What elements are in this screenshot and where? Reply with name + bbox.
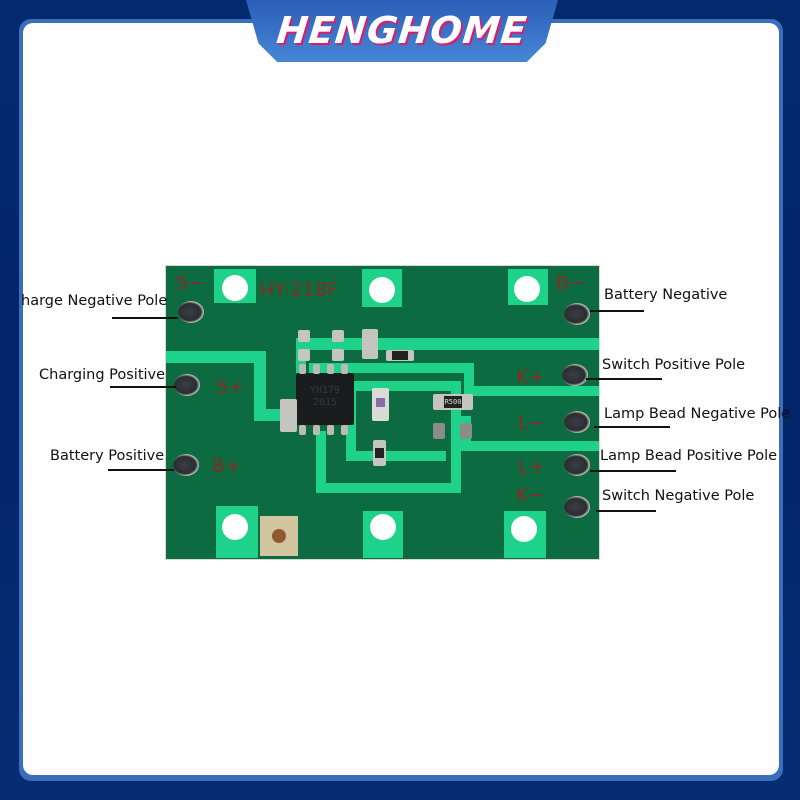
leader-line (590, 310, 644, 312)
terminal-k-plus (562, 364, 588, 386)
trace (464, 386, 599, 396)
ic-pin (341, 425, 348, 435)
ic-pin (327, 364, 334, 374)
trace (461, 441, 599, 451)
mount-hole (222, 514, 248, 540)
mount-hole (222, 275, 248, 301)
trace (451, 381, 461, 493)
silk-l-minus: L− (518, 412, 545, 434)
terminal-l-plus (564, 454, 590, 476)
trace (166, 351, 266, 363)
smd-pad (460, 423, 472, 439)
silk-b-plus: B+ (212, 455, 241, 477)
leader-line (586, 378, 662, 380)
smd-pad (433, 423, 445, 439)
mount-hole (369, 277, 395, 303)
capacitor (280, 399, 297, 432)
leader-line (590, 470, 676, 472)
ic-pin (327, 425, 334, 435)
smd-pad (332, 330, 344, 342)
label-switch-negative-pole: Switch Negative Pole (602, 488, 755, 504)
smd-pad (332, 349, 344, 361)
ic-pin (341, 364, 348, 374)
label-lamp-bead-positive-pole: Lamp Bead Positive Pole (600, 448, 778, 464)
trace (316, 483, 461, 493)
smd-pad (298, 349, 310, 361)
ic-pin (299, 364, 306, 374)
silk-l-plus: L+ (518, 456, 545, 478)
label-battery-negative: Battery Negative (604, 287, 728, 303)
terminal-s-minus (178, 301, 204, 323)
resistor-body (375, 448, 384, 458)
silk-model: HY-218F (260, 279, 338, 301)
terminal-b-minus (564, 303, 590, 325)
label-charge-negative-pole: harge Negative Pole (21, 293, 168, 309)
led-die (376, 398, 385, 407)
leader-line (112, 317, 178, 319)
chip-marking: YH179 2015 (309, 385, 341, 408)
label-charging-positive: Charging Positive (39, 367, 166, 383)
mount-hole (514, 276, 540, 302)
label-battery-positive: Battery Positive (50, 448, 165, 464)
leader-line (110, 386, 176, 388)
silk-k-minus: K− (516, 484, 545, 506)
silk-s-plus: S+ (216, 376, 244, 398)
terminal-b-plus (173, 454, 199, 476)
terminal-l-minus (564, 411, 590, 433)
silk-b-minus: B− (556, 272, 585, 294)
leader-line (596, 510, 656, 512)
ic-pin (313, 425, 320, 435)
silk-s-minus: S− (176, 272, 204, 294)
ic-pin (313, 364, 320, 374)
brand-tab (246, 0, 558, 62)
smd-pad (298, 330, 310, 342)
mount-hole (370, 514, 396, 540)
leader-line (594, 426, 670, 428)
capacitor (362, 329, 378, 359)
label-lamp-bead-negative-pole: Lamp Bead Negative Pole (604, 406, 791, 422)
silk-k-plus: K+ (516, 366, 545, 388)
resistor-body (392, 351, 408, 360)
leader-line (108, 469, 174, 471)
trace (346, 381, 456, 391)
resistor-marking: R500 (444, 396, 462, 408)
terminal-k-minus (564, 496, 590, 518)
trace (254, 351, 266, 421)
brand-logo: HENGHOME (274, 9, 530, 52)
trace (316, 431, 326, 493)
label-switch-positive-pole: Switch Positive Pole (602, 357, 746, 373)
ic-pin (299, 425, 306, 435)
trace (346, 451, 446, 461)
test-point (272, 529, 286, 543)
ic-chip: YH179 2015 (296, 373, 354, 425)
trace (309, 363, 474, 373)
terminal-s-plus (174, 374, 200, 396)
trace (464, 363, 474, 393)
mount-hole (511, 516, 537, 542)
